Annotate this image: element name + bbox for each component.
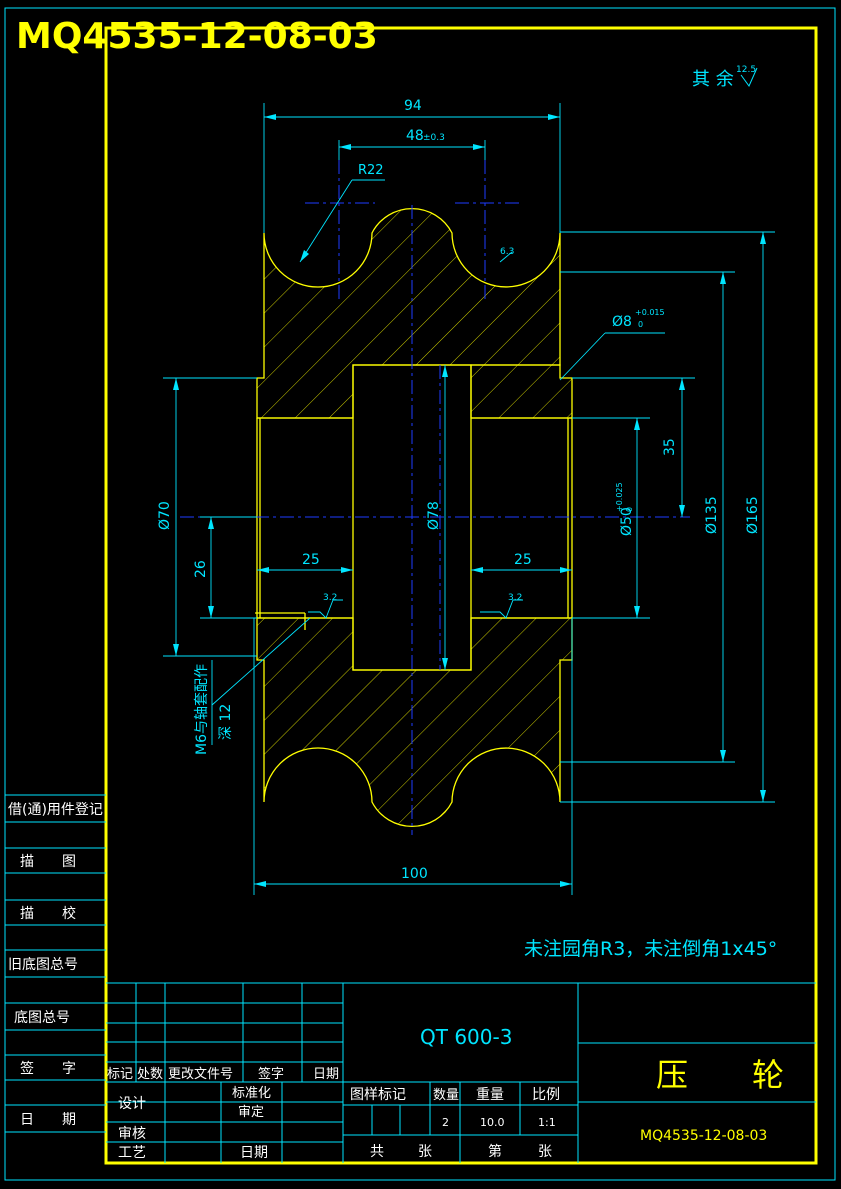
thread-note-2: 深 12 bbox=[218, 704, 234, 740]
hdr-total: 共 bbox=[370, 1144, 384, 1160]
hdr-process: 工艺 bbox=[118, 1145, 146, 1161]
hdr-signature: 签字 bbox=[258, 1066, 284, 1082]
title-block-text: QT 600-3 压 轮 MQ4535-12-08-03 标记 处数 更改文件号… bbox=[107, 1025, 784, 1161]
hdr-review: 审定 bbox=[238, 1105, 264, 1120]
hdr-drawing-mark: 图样标记 bbox=[350, 1087, 406, 1103]
left-label-1: 描 图 bbox=[20, 854, 76, 870]
hdr-date2: 日期 bbox=[240, 1145, 268, 1161]
hdr-sheet-no: 第 bbox=[488, 1143, 502, 1160]
surface-finish-note: 其 余 12.5 bbox=[692, 65, 758, 90]
dim-d8-tol-lo: 0 bbox=[638, 320, 643, 329]
surface-note-label: 其 余 bbox=[692, 69, 734, 90]
thread-note-1: M6与轴套配作 bbox=[194, 664, 210, 755]
upper-right-hub bbox=[470, 364, 573, 419]
left-label-6: 日 期 bbox=[20, 1112, 76, 1128]
hdr-sheets: 张 bbox=[418, 1144, 432, 1160]
hdr-weight: 重量 bbox=[476, 1087, 504, 1103]
dim-94: 94 bbox=[404, 98, 422, 114]
dim-d50: Ø50 bbox=[619, 507, 635, 536]
dim-r22: R22 bbox=[358, 163, 384, 178]
left-label-2: 描 校 bbox=[20, 905, 76, 922]
left-label-5: 签 字 bbox=[20, 1060, 76, 1077]
hdr-count: 处数 bbox=[137, 1067, 163, 1082]
arrowheads bbox=[173, 114, 766, 887]
ra-left: 3.2 bbox=[323, 593, 337, 603]
dim-d8: Ø8 bbox=[612, 314, 632, 330]
dim-d8-tol-up: +0.015 bbox=[635, 308, 665, 317]
ra-groove: 6.3 bbox=[500, 247, 514, 257]
dim-26: 26 bbox=[193, 560, 209, 578]
centerlines bbox=[180, 160, 690, 835]
dim-48: 48 bbox=[406, 128, 424, 144]
dim-d50-tol-lo: 0 bbox=[625, 507, 634, 512]
dim-d165: Ø165 bbox=[745, 496, 761, 534]
hdr-quantity: 数量 bbox=[433, 1088, 459, 1103]
left-column-labels: 借(通)用件登记 描 图 描 校 旧底图总号 底图总号 签 字 日 期 bbox=[8, 802, 103, 1128]
surface-note-value: 12.5 bbox=[736, 65, 756, 75]
dim-d50-tol-up: +0.025 bbox=[615, 482, 624, 512]
drawing-no: MQ4535-12-08-03 bbox=[640, 1128, 767, 1144]
general-note: 未注园角R3，未注倒角1x45° bbox=[524, 938, 777, 960]
part-name: 压 轮 bbox=[656, 1056, 784, 1094]
val-quantity: 2 bbox=[442, 1116, 449, 1129]
hdr-date: 日期 bbox=[313, 1067, 339, 1082]
dim-d78: Ø78 bbox=[426, 501, 442, 530]
dim-d70: Ø70 bbox=[157, 501, 173, 530]
hdr-check: 审核 bbox=[118, 1126, 146, 1142]
ra-right: 3.2 bbox=[508, 593, 522, 603]
bore-outline bbox=[255, 364, 573, 671]
val-weight: 10.0 bbox=[480, 1116, 505, 1129]
lower-section bbox=[256, 617, 573, 828]
left-label-0: 借(通)用件登记 bbox=[8, 802, 103, 818]
dim-25-right: 25 bbox=[514, 552, 532, 568]
hdr-scale: 比例 bbox=[532, 1087, 560, 1103]
title-code: MQ4535-12-08-03 bbox=[16, 16, 378, 57]
dim-d135: Ø135 bbox=[704, 496, 720, 534]
dimension-texts: 94 48 ±0.3 R22 6.3 Ø8 +0.015 0 25 25 3.2… bbox=[157, 98, 761, 882]
hdr-standardize: 标准化 bbox=[232, 1086, 271, 1101]
hdr-sheets2: 张 bbox=[538, 1144, 552, 1160]
hdr-change-doc: 更改文件号 bbox=[168, 1067, 233, 1082]
left-column bbox=[5, 794, 106, 1133]
left-label-4: 底图总号 bbox=[14, 1010, 70, 1026]
upper-section bbox=[256, 207, 561, 419]
roughness-symbol-icon bbox=[740, 67, 758, 87]
drawing-frame bbox=[104, 26, 818, 1165]
dim-25-left: 25 bbox=[302, 552, 320, 568]
title-block-grid bbox=[106, 982, 816, 1163]
val-scale: 1:1 bbox=[538, 1116, 556, 1129]
material: QT 600-3 bbox=[420, 1025, 512, 1049]
hdr-mark: 标记 bbox=[107, 1067, 133, 1082]
dimension-lines bbox=[163, 103, 775, 895]
outer-border bbox=[4, 7, 836, 1181]
dim-100: 100 bbox=[401, 866, 428, 882]
dim-35: 35 bbox=[662, 438, 678, 456]
dim-48-tol: ±0.3 bbox=[423, 133, 445, 143]
hdr-design: 设计 bbox=[118, 1096, 146, 1112]
left-label-3: 旧底图总号 bbox=[8, 957, 78, 973]
